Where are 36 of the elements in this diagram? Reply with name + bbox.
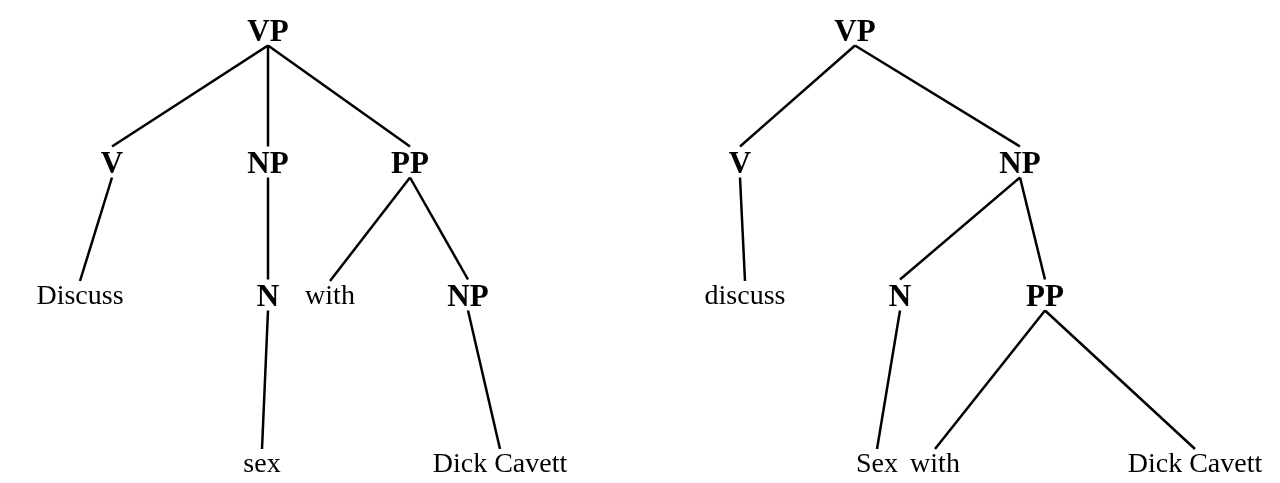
tree-branch [1044, 309, 1196, 450]
tree-branch [466, 310, 502, 450]
tree-branch [266, 177, 270, 280]
tree-branch [854, 44, 1021, 148]
category-label: NP [447, 279, 489, 311]
tree-branch [267, 44, 411, 148]
category-label: NP [999, 146, 1041, 178]
word-label: with [305, 281, 355, 309]
word-label: Sex [856, 449, 898, 477]
tree-branch [934, 309, 1046, 450]
category-label: PP [391, 146, 429, 178]
tree-branch [875, 310, 902, 450]
category-label: V [728, 146, 752, 178]
category-label: NP [247, 146, 289, 178]
tree-branch [408, 176, 470, 281]
category-label: VP [834, 14, 876, 46]
word-label: with [910, 449, 960, 477]
category-label: N [256, 279, 280, 311]
word-label: discuss [704, 281, 786, 309]
word-label: Dick Cavett [432, 449, 568, 477]
tree-branch [111, 44, 269, 148]
category-label: PP [1026, 279, 1064, 311]
tree-branch [78, 177, 114, 282]
word-label: Discuss [36, 281, 124, 309]
category-label: VP [247, 14, 289, 46]
tree-branch [739, 44, 856, 148]
tree-branch [329, 176, 411, 282]
tree-branch [899, 176, 1021, 281]
tree-branch [738, 177, 747, 282]
tree-branch [1018, 177, 1047, 280]
category-label: N [888, 279, 912, 311]
tree-branch [260, 310, 270, 450]
word-label: sex [243, 449, 281, 477]
tree-branch [266, 45, 270, 147]
category-label: V [100, 146, 124, 178]
word-label: Dick Cavett [1127, 449, 1263, 477]
